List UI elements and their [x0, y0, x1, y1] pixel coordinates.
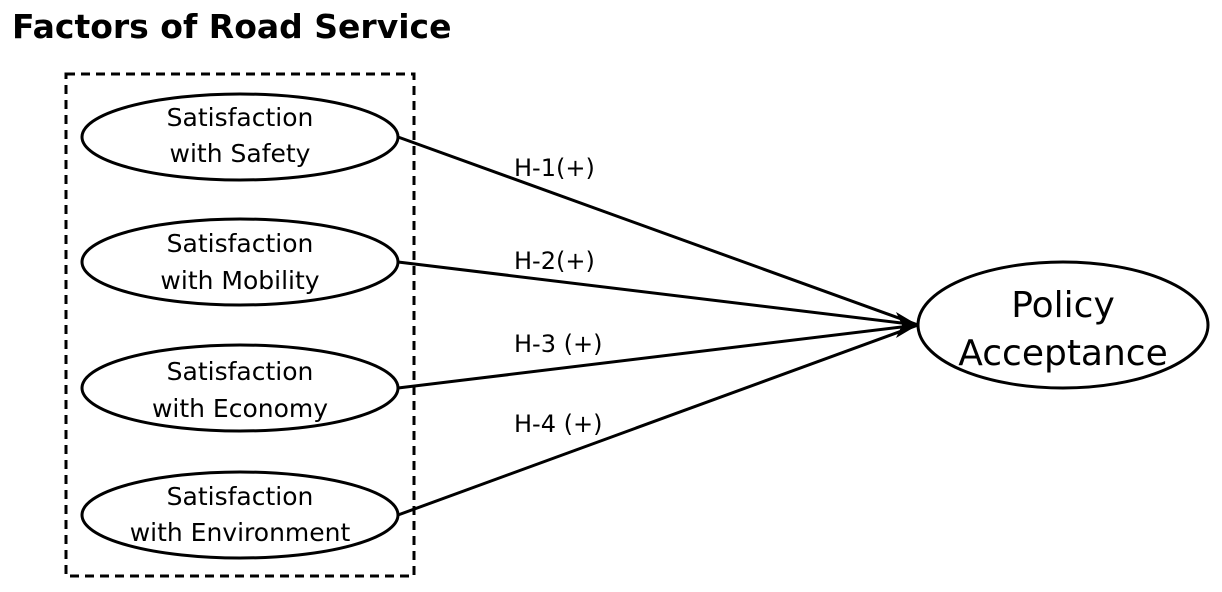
- factor-node-safety: Satisfaction with Safety: [80, 92, 400, 182]
- factor-node-environment: Satisfaction with Environment: [80, 470, 400, 560]
- hypothesis-label-h1: H-1(+): [514, 154, 595, 182]
- factor-label-line1: Satisfaction: [167, 103, 314, 132]
- hypothesis-label-h3: H-3 (+): [514, 330, 602, 358]
- arrowhead-icon: [896, 312, 918, 338]
- hypothesis-arrows: [397, 135, 919, 517]
- factor-label-line2: with Safety: [170, 139, 311, 168]
- arrow-h4: [397, 323, 919, 517]
- hypothesis-labels: H-1(+) H-2(+) H-3 (+) H-4 (+): [514, 154, 602, 438]
- factor-node-mobility: Satisfaction with Mobility: [80, 217, 400, 307]
- factor-label-line2: with Environment: [130, 518, 351, 547]
- factor-label-line1: Satisfaction: [167, 482, 314, 511]
- factor-label-line2: with Economy: [152, 394, 328, 423]
- factors-group-box: [64, 72, 416, 578]
- arrow-h3: [397, 323, 919, 390]
- target-label-line2: Acceptance: [958, 333, 1168, 374]
- factor-node-economy: Satisfaction with Economy: [80, 343, 400, 433]
- factor-label-line1: Satisfaction: [167, 357, 314, 386]
- target-label-line1: Policy: [1011, 285, 1115, 326]
- hypothesis-label-h4: H-4 (+): [514, 410, 602, 438]
- target-node-policy-acceptance: Policy Acceptance: [916, 260, 1210, 390]
- arrow-h1: [397, 135, 919, 327]
- arrow-h2: [397, 260, 919, 327]
- hypothesis-label-h2: H-2(+): [514, 247, 595, 275]
- diagram-title: Factors of Road Service: [12, 7, 451, 46]
- factor-label-line2: with Mobility: [160, 266, 319, 295]
- factor-label-line1: Satisfaction: [167, 229, 314, 258]
